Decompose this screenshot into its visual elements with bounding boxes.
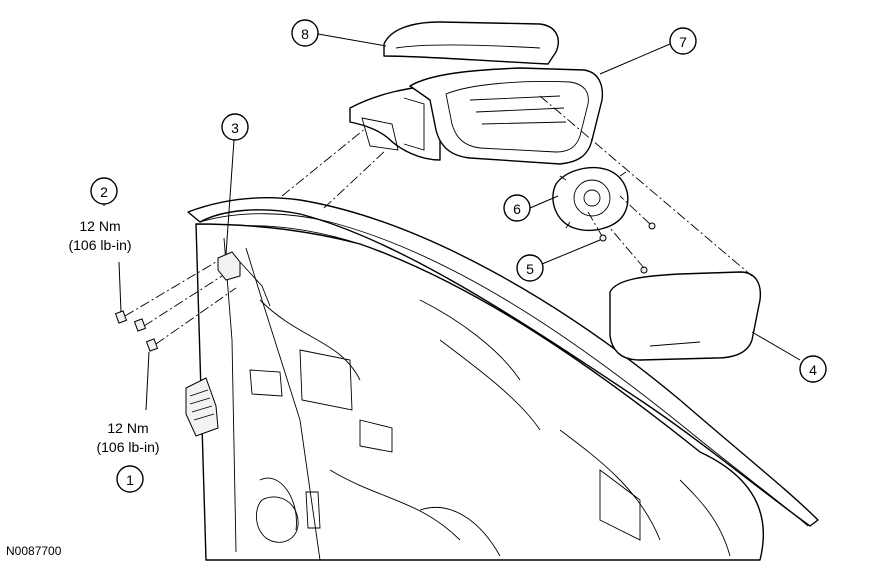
figure-id: N0087700 xyxy=(6,544,62,558)
callout-2: 2 xyxy=(90,177,118,205)
callout-4: 4 xyxy=(799,355,827,383)
svg-text:3: 3 xyxy=(231,120,239,136)
svg-text:6: 6 xyxy=(513,201,521,217)
svg-text:(106 lb-in): (106 lb-in) xyxy=(96,439,159,455)
door-panel xyxy=(185,197,819,561)
leader-lines xyxy=(103,33,801,411)
callout-8: 8 xyxy=(291,19,319,47)
callout-1: 1 xyxy=(116,465,144,493)
fasteners xyxy=(114,222,656,352)
svg-text:8: 8 xyxy=(301,26,309,42)
svg-text:7: 7 xyxy=(679,34,687,50)
svg-text:1: 1 xyxy=(126,472,134,488)
torque-spec-upper: 12 Nm (106 lb-in) xyxy=(68,218,131,253)
torque-spec-lower: 12 Nm (106 lb-in) xyxy=(96,420,159,455)
svg-text:12 Nm: 12 Nm xyxy=(79,218,120,234)
svg-text:4: 4 xyxy=(809,362,817,378)
callout-5: 5 xyxy=(516,254,544,282)
svg-text:(106 lb-in): (106 lb-in) xyxy=(68,237,131,253)
callout-3: 3 xyxy=(221,113,249,141)
mirror-glass xyxy=(609,271,762,361)
callout-6: 6 xyxy=(503,194,531,222)
mirror-housing xyxy=(349,67,604,165)
alignment-lines xyxy=(124,95,753,345)
callout-7: 7 xyxy=(669,27,697,55)
svg-text:12 Nm: 12 Nm xyxy=(107,420,148,436)
mirror-cover xyxy=(383,21,559,65)
mirror-motor xyxy=(552,166,629,232)
svg-text:5: 5 xyxy=(526,261,534,277)
svg-text:2: 2 xyxy=(100,184,108,200)
